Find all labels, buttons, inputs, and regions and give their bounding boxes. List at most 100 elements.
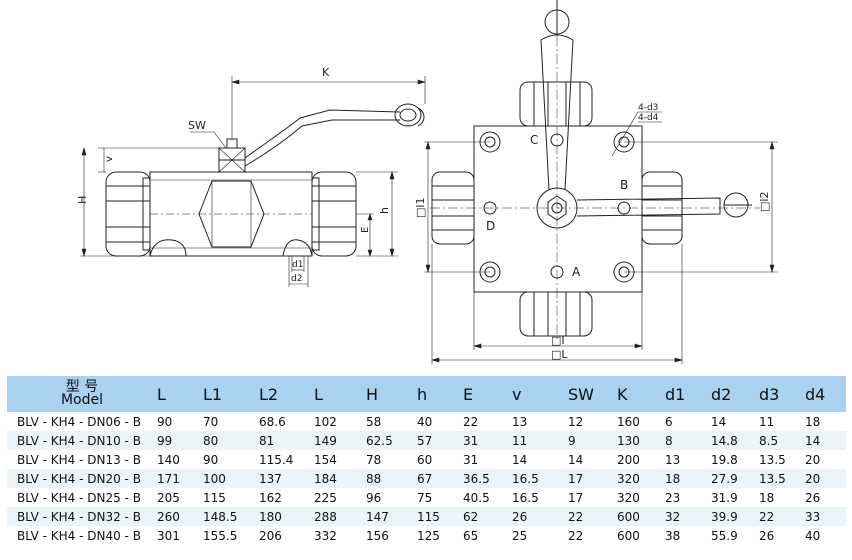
value-cell: 40 (417, 414, 433, 429)
dim-d1-label: d1 (292, 260, 303, 270)
value-cell: 62 (463, 509, 479, 524)
value-cell: 31 (463, 433, 479, 448)
value-cell: 80 (203, 433, 219, 448)
value-cell: 20 (805, 452, 821, 467)
dimension-l2 (624, 140, 778, 274)
value-cell: 14 (568, 452, 584, 467)
value-cell: 600 (617, 509, 640, 524)
center-hub (536, 187, 578, 229)
col-header: d4 (805, 384, 826, 404)
model-cell: BLV - KH4 - DN20 - B (17, 471, 141, 486)
value-cell: 320 (617, 490, 640, 505)
value-cell: 40 (805, 528, 821, 543)
dimension-table: 型 号 Model L L1 L2 L H h E v SW K d1 d2 d… (7, 376, 846, 545)
value-cell: 58 (366, 414, 382, 429)
value-cell: 81 (259, 433, 275, 448)
value-cell: 115 (417, 509, 440, 524)
port-d-label: D (486, 219, 495, 233)
dimension-H (80, 146, 150, 258)
value-cell: 67 (417, 471, 433, 486)
value-cell: 288 (314, 509, 337, 524)
value-cell: 26 (805, 490, 821, 505)
value-cell: 22 (759, 509, 775, 524)
value-cell: 102 (314, 414, 337, 429)
value-cell: 88 (366, 471, 382, 486)
value-cell: 16.5 (512, 490, 539, 505)
table-row: BLV - KH4 - DN40 - B 301 155.5 206 332 156 125… (7, 526, 846, 545)
dimension-d1-d2 (288, 256, 309, 287)
value-cell: 75 (417, 490, 433, 505)
value-cell: 22 (568, 509, 584, 524)
col-header: L1 (203, 384, 223, 404)
value-cell: 130 (617, 433, 640, 448)
value-cell: 125 (417, 528, 440, 543)
value-cell: 8 (665, 433, 673, 448)
value-cell: 18 (805, 414, 821, 429)
model-cell: BLV - KH4 - DN13 - B (17, 452, 141, 467)
value-cell: 13 (512, 414, 528, 429)
col-header: v (512, 384, 522, 404)
value-cell: 38 (665, 528, 681, 543)
model-cell: BLV - KH4 - DN10 - B (17, 433, 141, 448)
value-cell: 96 (366, 490, 382, 505)
dim-l2-label: □l2 (758, 192, 771, 212)
value-cell: 332 (314, 528, 337, 543)
value-cell: 155.5 (203, 528, 238, 543)
port-c-label: C (530, 133, 538, 147)
dimension-E (356, 213, 374, 257)
dim-SW-label: SW (188, 119, 206, 132)
value-cell: 18 (759, 490, 775, 505)
col-header: L2 (259, 384, 279, 404)
value-cell: 20 (805, 471, 821, 486)
value-cell: 156 (366, 528, 389, 543)
value-cell: 301 (157, 528, 180, 543)
dim-K-label: K (322, 66, 330, 79)
value-cell: 31.9 (711, 490, 738, 505)
dim-v-label: v (104, 156, 115, 162)
d3-note: 4-d3 (638, 103, 658, 113)
dim-h-label: h (378, 207, 391, 214)
value-cell: 19.8 (711, 452, 738, 467)
value-cell: 171 (157, 471, 180, 486)
value-cell: 8.5 (759, 433, 779, 448)
value-cell: 600 (617, 528, 640, 543)
dimension-h (356, 170, 398, 258)
bottom-nut (519, 291, 593, 337)
value-cell: 9 (568, 433, 576, 448)
dimension-l1 (424, 140, 490, 274)
dimension-i (472, 292, 644, 350)
value-cell: 14 (805, 433, 821, 448)
value-cell: 36.5 (463, 471, 490, 486)
value-cell: 32 (665, 509, 681, 524)
value-cell: 25 (512, 528, 528, 543)
left-hex-nut (105, 171, 151, 257)
right-nut (641, 171, 683, 245)
value-cell: 13 (665, 452, 681, 467)
value-cell: 16.5 (512, 471, 539, 486)
model-cell: BLV - KH4 - DN32 - B (17, 509, 141, 524)
right-hex-nut (311, 171, 357, 257)
value-cell: 90 (203, 452, 219, 467)
col-header: L (314, 384, 323, 404)
model-header: 型 号 Model (7, 376, 157, 412)
dim-i-label: □I (551, 334, 565, 347)
model-header-en: Model (60, 392, 104, 408)
value-cell: 14.8 (711, 433, 738, 448)
value-cell: 23 (665, 490, 681, 505)
value-cell: 206 (259, 528, 282, 543)
dim-l1-label: □l1 (414, 198, 427, 218)
top-nut (519, 81, 593, 127)
value-cell: 70 (203, 414, 219, 429)
technical-drawing: K SW v H h E (76, 0, 778, 364)
col-header: d2 (711, 384, 732, 404)
value-cell: 22 (463, 414, 479, 429)
dimension-K (230, 76, 427, 140)
col-header: h (417, 384, 428, 404)
model-cell: BLV - KH4 - DN40 - B (17, 528, 141, 543)
value-cell: 17 (568, 490, 584, 505)
value-cell: 26 (759, 528, 775, 543)
col-header: H (366, 384, 379, 404)
